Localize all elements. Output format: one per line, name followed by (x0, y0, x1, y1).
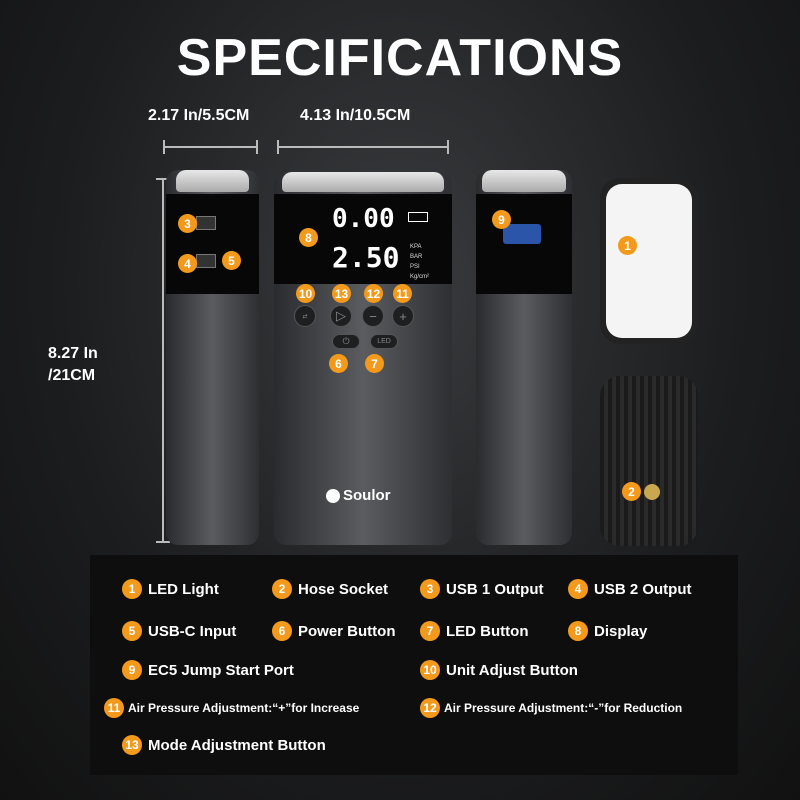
legend-label: Hose Socket (298, 580, 389, 598)
legend-label: LED Light (148, 580, 219, 598)
unit-kgcm: Kg/cm² (410, 274, 430, 280)
port-panel: 3 4 5 (166, 194, 259, 294)
legend-item: 10 Unit Adjust Button (420, 660, 578, 680)
legend-badge: 10 (420, 660, 440, 680)
legend-item: 2 Hose Socket (272, 579, 388, 599)
badge-11: 11 (393, 284, 412, 303)
legend-item: 11 Air Pressure Adjustment:“+”for Increas… (104, 698, 359, 718)
unit-bar: BAR (410, 254, 423, 260)
brand-logo: Soulor (326, 487, 391, 504)
brand-name: Soulor (343, 487, 391, 504)
height-label-in: 8.27 In (48, 345, 98, 362)
battery-icon (408, 212, 428, 222)
legend-badge: 4 (568, 579, 588, 599)
badge-4: 4 (178, 254, 197, 273)
legend-label: EC5 Jump Start Port (148, 661, 294, 679)
legend-badge: 6 (272, 621, 292, 641)
legend-badge: 13 (122, 735, 142, 755)
badge-12: 12 (364, 284, 383, 303)
legend-badge: 2 (272, 579, 292, 599)
legend-item: 13 Mode Adjustment Button (122, 735, 326, 755)
legend-item: 6 Power Button (272, 621, 396, 641)
legend-label: Power Button (298, 622, 396, 640)
legend-badge: 11 (104, 698, 124, 718)
hose-socket (644, 484, 660, 500)
legend-badge: 12 (420, 698, 440, 718)
led-cap (282, 172, 444, 192)
display-top-reading: 0.00 (332, 204, 395, 234)
led-button[interactable]: LED (370, 334, 398, 349)
legend-item: 7 LED Button (420, 621, 528, 641)
usb1-port (196, 216, 216, 230)
display-bottom-reading: 2.50 (332, 241, 400, 274)
device-side-right: 9 (476, 170, 572, 545)
height-line (156, 178, 170, 543)
legend-badge: 1 (122, 579, 142, 599)
unit-psi: PSI (410, 264, 420, 270)
led-cap (482, 170, 566, 192)
ec5-port (503, 224, 541, 244)
width-large-label: 4.13 In/10.5CM (300, 107, 411, 124)
badge-2: 2 (622, 482, 641, 501)
badge-3: 3 (178, 214, 197, 233)
device-front: 8 0.00 2.50 KPA BAR PSI Kg/cm² 10 13 12 … (274, 172, 452, 545)
unit-adjust-button[interactable]: ⇄ (294, 305, 316, 327)
legend-label: LED Button (446, 622, 529, 640)
display-panel: 8 0.00 2.50 KPA BAR PSI Kg/cm² (274, 194, 452, 284)
legend-label: Display (594, 622, 648, 640)
increase-button[interactable]: + (392, 305, 414, 327)
badge-1: 1 (618, 236, 637, 255)
mode-button[interactable]: ▷ (330, 305, 352, 327)
legend-badge: 5 (122, 621, 142, 641)
legend-item: 1 LED Light (122, 579, 219, 599)
legend-badge: 3 (420, 579, 440, 599)
legend-label: USB 2 Output (594, 580, 692, 598)
legend-item: 3 USB 1 Output (420, 579, 544, 599)
badge-13: 13 (332, 284, 351, 303)
legend-badge: 9 (122, 660, 142, 680)
width-small-line (163, 140, 258, 154)
legend-badge: 8 (568, 621, 588, 641)
badge-10: 10 (296, 284, 315, 303)
unit-list: KPA BAR PSI Kg/cm² (410, 242, 429, 282)
legend-label: USB-C Input (148, 622, 237, 640)
legend-label: USB 1 Output (446, 580, 544, 598)
legend-label: Air Pressure Adjustment:“+”for Increase (128, 701, 360, 715)
badge-9: 9 (492, 210, 511, 229)
brand-logo-icon (326, 488, 340, 503)
device-side-left: 3 4 5 (166, 170, 259, 545)
badge-7: 7 (365, 354, 384, 373)
height-label-cm: /21CM (48, 367, 96, 384)
legend-item: 9 EC5 Jump Start Port (122, 660, 294, 680)
legend-label: Unit Adjust Button (446, 661, 578, 679)
legend-item: 12 Air Pressure Adjustment:“-”for Reducti… (420, 698, 682, 718)
decrease-button[interactable]: − (362, 305, 384, 327)
width-large-line (277, 140, 449, 154)
page-title: SPECIFICATIONS (176, 29, 624, 87)
legend-item: 8 Display (568, 621, 647, 641)
bottom-pad: 2 (600, 376, 698, 546)
ec5-panel: 9 (476, 194, 572, 294)
legend-badge: 7 (420, 621, 440, 641)
legend-label: Mode Adjustment Button (148, 736, 326, 754)
height-label: 8.27 In/21CM (48, 343, 98, 387)
badge-6: 6 (329, 354, 348, 373)
usb2-port (196, 254, 216, 268)
legend-label: Air Pressure Adjustment:“-”for Reduction (444, 701, 683, 715)
unit-kpa: KPA (410, 244, 422, 250)
power-button[interactable]: ⏻ (332, 334, 360, 349)
width-small-label: 2.17 In/5.5CM (148, 107, 250, 124)
legend-item: 4 USB 2 Output (568, 579, 692, 599)
badge-5: 5 (222, 251, 241, 270)
led-lens: 1 (600, 178, 698, 344)
badge-8: 8 (299, 228, 318, 247)
legend-item: 5 USB-C Input (122, 621, 236, 641)
led-cap (176, 170, 249, 192)
